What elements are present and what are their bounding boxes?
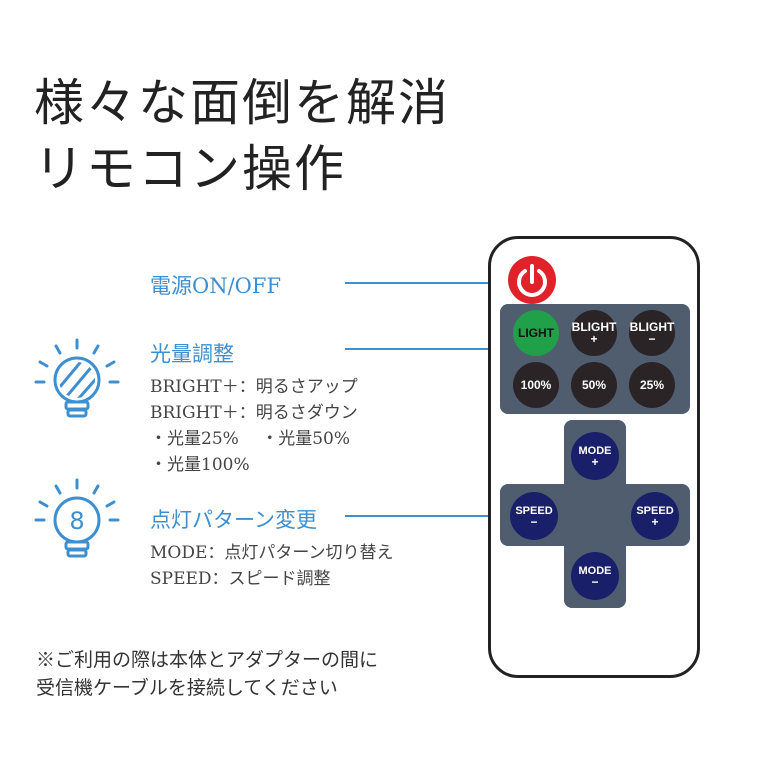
light-button-label: LIGHT xyxy=(518,325,554,340)
lightbulb-eight-icon: 8 xyxy=(34,478,120,568)
mode-plus-sign: + xyxy=(591,454,599,469)
brightness-heading: 光量調整 xyxy=(150,342,234,366)
note-text: ※ご利用の際は本体とアダプターの間に 受信機ケーブルを接続してください xyxy=(36,646,378,702)
blight-plus-label: BLIGHT xyxy=(571,320,617,334)
brightness-50-label: 50% xyxy=(581,377,607,392)
power-label: 電源ON/OFF xyxy=(150,274,282,298)
page-title: 様々な面倒を解消 リモコン操作 xyxy=(34,70,450,202)
brightness-line-3: ・光量25% ・光量50% xyxy=(150,429,350,449)
pattern-line-2: SPEED：スピード調整 xyxy=(150,569,331,589)
title-line-2: リモコン操作 xyxy=(34,140,346,198)
blight-minus-label: BLIGHT xyxy=(629,320,675,334)
lightbulb-striped-icon xyxy=(34,338,120,428)
title-line-1: 様々な面倒を解消 xyxy=(34,74,450,132)
speed-plus-sign: + xyxy=(651,514,659,529)
brightness-100-label: 100% xyxy=(520,377,552,392)
brightness-100-button[interactable]: 100% xyxy=(513,362,559,408)
pattern-heading: 点灯パターン変更 xyxy=(150,508,317,532)
mode-minus-button[interactable]: MODE − xyxy=(571,552,619,600)
mode-plus-button[interactable]: MODE + xyxy=(571,432,619,480)
blight-minus-sign: − xyxy=(648,332,656,346)
brightness-description: BRIGHT＋：明るさアップ BRIGHT＋：明るさダウン ・光量25% ・光量… xyxy=(150,374,358,478)
speed-minus-label: SPEED xyxy=(515,504,553,517)
power-icon xyxy=(517,264,547,297)
note-line-1: ※ご利用の際は本体とアダプターの間に xyxy=(36,649,379,671)
blight-minus-button[interactable]: BLIGHT − xyxy=(629,310,675,356)
light-button[interactable]: LIGHT xyxy=(513,310,559,356)
pattern-description: MODE：点灯パターン切り替え SPEED：スピード調整 xyxy=(150,540,394,592)
pattern-line-1: MODE：点灯パターン切り替え xyxy=(150,543,394,563)
brightness-line-4: ・光量100% xyxy=(150,455,250,475)
brightness-50-button[interactable]: 50% xyxy=(571,362,617,408)
speed-plus-label: SPEED xyxy=(636,504,674,517)
eight-digit: 8 xyxy=(69,507,84,535)
brightness-connector-line xyxy=(345,348,513,350)
brightness-25-label: 25% xyxy=(639,377,665,392)
brightness-line-1: BRIGHT＋：明るさアップ xyxy=(150,377,358,397)
mode-minus-sign: − xyxy=(591,574,599,589)
blight-plus-sign: + xyxy=(590,332,598,346)
brightness-line-2: BRIGHT＋：明るさダウン xyxy=(150,403,358,423)
power-connector-line xyxy=(345,282,513,284)
blight-plus-button[interactable]: BLIGHT + xyxy=(571,310,617,356)
speed-minus-sign: − xyxy=(530,514,538,529)
mode-minus-label: MODE xyxy=(578,564,612,577)
speed-plus-button[interactable]: SPEED + xyxy=(631,492,679,540)
mode-plus-label: MODE xyxy=(578,444,612,457)
note-line-2: 受信機ケーブルを接続してください xyxy=(36,677,338,699)
pattern-connector-line xyxy=(345,515,513,517)
power-button[interactable] xyxy=(508,256,556,304)
brightness-25-button[interactable]: 25% xyxy=(629,362,675,408)
speed-minus-button[interactable]: SPEED − xyxy=(510,492,558,540)
